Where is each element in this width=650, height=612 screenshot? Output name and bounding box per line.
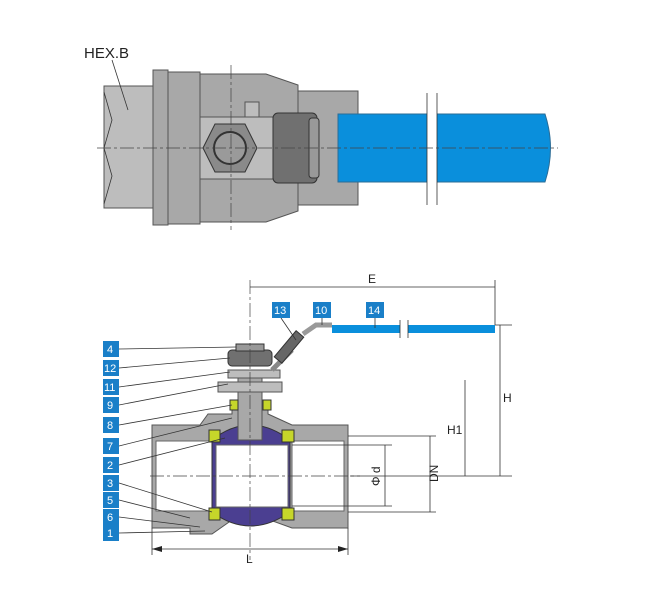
- label-11: 11: [103, 371, 231, 395]
- hex-label: HEX.B: [84, 45, 129, 62]
- dim-DN: DN: [427, 465, 441, 482]
- svg-text:10: 10: [315, 305, 327, 317]
- label-12: 12: [103, 357, 231, 376]
- dim-L: L: [246, 552, 253, 566]
- part-labels: 4 12 11 9 8 7 2 3 5 6 1 13 10 14: [103, 302, 384, 541]
- section-view: [150, 280, 495, 560]
- flange: [152, 69, 169, 226]
- svg-text:3: 3: [107, 478, 113, 490]
- handle-plate: [227, 369, 281, 379]
- svg-text:9: 9: [107, 400, 113, 412]
- svg-text:8: 8: [107, 420, 113, 432]
- dimensions: E H H1 DN Φ d L: [151, 272, 512, 566]
- label-1: 1: [103, 525, 206, 541]
- label-8: 8: [103, 404, 233, 433]
- label-5: 5: [103, 492, 191, 519]
- label-3: 3: [103, 475, 213, 513]
- dim-H: H: [503, 391, 512, 405]
- svg-text:1: 1: [107, 528, 113, 540]
- label-13: 13: [272, 302, 297, 341]
- label-9: 9: [103, 383, 229, 413]
- dim-H1: H1: [447, 423, 463, 437]
- label-2: 2: [103, 437, 226, 473]
- label-14: 14: [366, 302, 384, 328]
- label-4: 4: [103, 341, 237, 357]
- label-7: 7: [103, 417, 233, 454]
- svg-text:13: 13: [274, 305, 286, 317]
- label-10: 10: [313, 302, 331, 325]
- handle-bar: [332, 325, 495, 333]
- dim-E: E: [368, 272, 376, 286]
- dim-d: Φ d: [369, 466, 383, 486]
- svg-text:2: 2: [107, 460, 113, 472]
- svg-text:7: 7: [107, 441, 113, 453]
- top-view: HEX.B: [84, 45, 558, 230]
- svg-text:6: 6: [107, 512, 113, 524]
- svg-text:12: 12: [104, 363, 116, 375]
- svg-text:5: 5: [107, 495, 113, 507]
- svg-text:4: 4: [107, 344, 113, 356]
- label-6: 6: [103, 509, 201, 528]
- svg-text:11: 11: [104, 382, 115, 394]
- handle-sleeve: [273, 330, 305, 364]
- svg-text:14: 14: [368, 305, 380, 317]
- hex-end: [103, 85, 154, 209]
